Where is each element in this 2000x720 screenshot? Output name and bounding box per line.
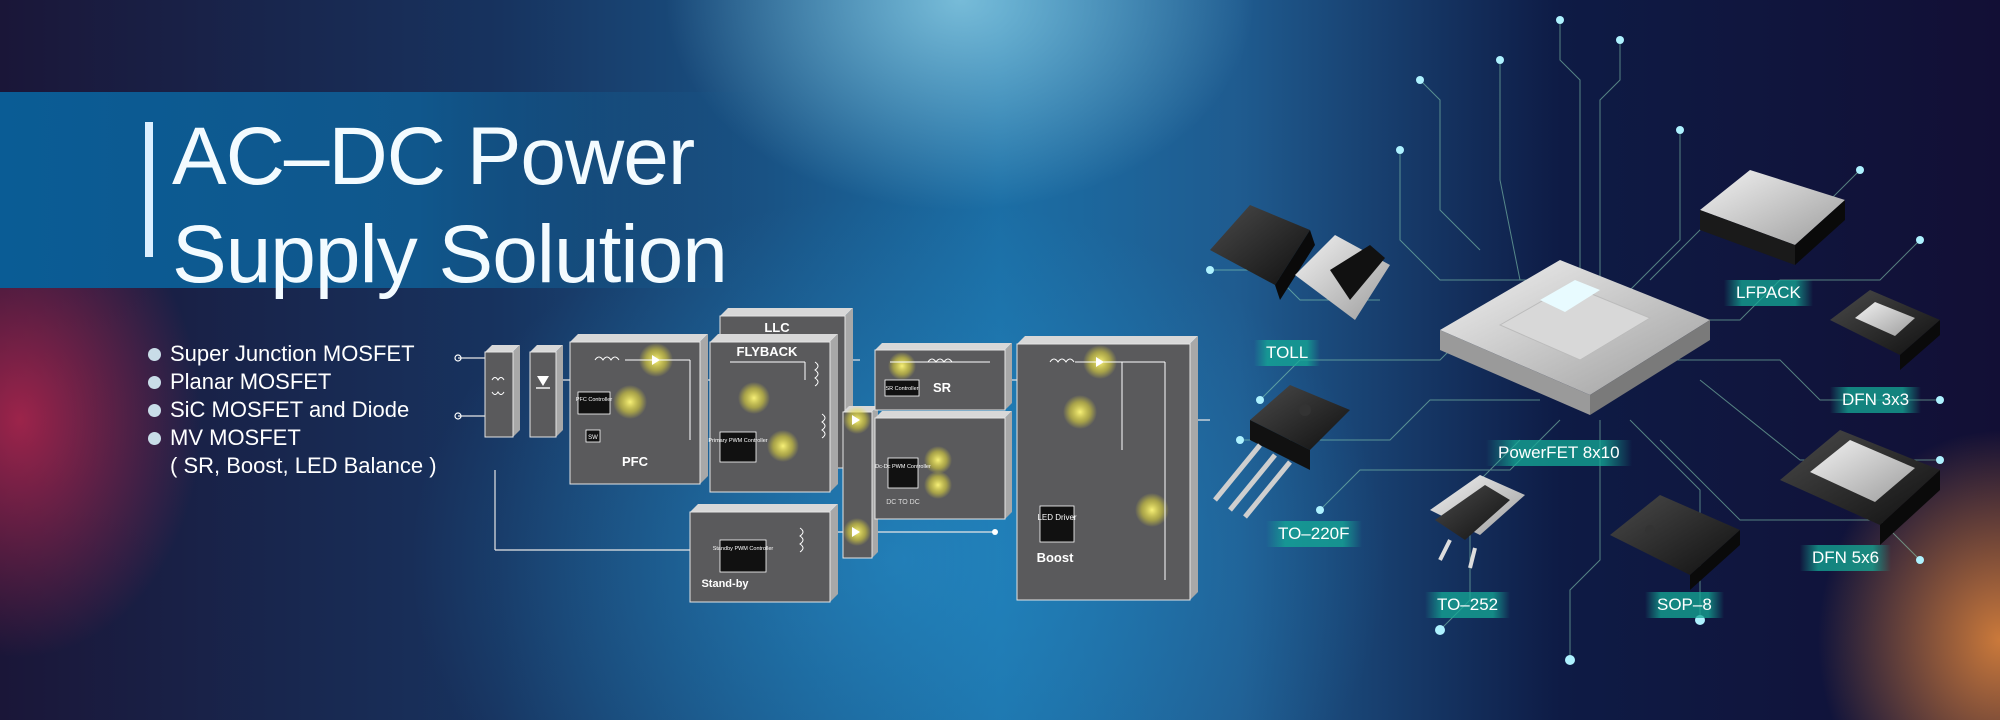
feature-item: MV MOSFET bbox=[148, 424, 437, 452]
sr-label: SR bbox=[933, 380, 952, 395]
llc-label: LLC bbox=[764, 320, 790, 335]
package-label-sop8: SOP–8 bbox=[1645, 592, 1724, 618]
lfpack-package-icon bbox=[1700, 170, 1845, 265]
standby-label: Stand-by bbox=[701, 578, 749, 590]
feature-item: Planar MOSFET bbox=[148, 368, 437, 396]
package-label-to220f: TO–220F bbox=[1266, 521, 1362, 547]
boost-block: LED Driver Boost bbox=[1016, 336, 1198, 601]
dfn5x6-package-icon bbox=[1780, 430, 1940, 545]
feature-label: Super Junction MOSFET bbox=[170, 341, 415, 366]
powerfet-package-icon bbox=[1440, 260, 1710, 415]
to252-package-icon bbox=[1430, 475, 1525, 569]
feature-sub-label: ( SR, Boost, LED Balance ) bbox=[170, 453, 437, 478]
rectifier-stage bbox=[842, 406, 878, 559]
emi-filter-block bbox=[484, 345, 520, 438]
led-driver-label: LED Driver bbox=[1037, 513, 1076, 522]
feature-list: Super Junction MOSFET Planar MOSFET SiC … bbox=[148, 340, 437, 480]
package-label-lfpack: LFPACK bbox=[1724, 280, 1813, 306]
dc-to-dc-block: Dc-Dc PWM Controller DC TO DC bbox=[874, 411, 1012, 520]
pfc-controller-label: PFC Controller bbox=[576, 397, 613, 403]
package-label-toll: TOLL bbox=[1254, 340, 1321, 366]
toll-package-icon bbox=[1210, 205, 1390, 320]
flyback-label: FLYBACK bbox=[737, 344, 799, 359]
headline-line-1: AC–DC Power bbox=[172, 111, 695, 202]
flyback-block: FLYBACK Primary PWM Controller bbox=[708, 334, 838, 493]
feature-item: SiC MOSFET and Diode bbox=[148, 396, 437, 424]
package-label-to252: TO–252 bbox=[1425, 592, 1511, 618]
feature-label: SiC MOSFET and Diode bbox=[170, 397, 410, 422]
package-label-powerfet: PowerFET 8x10 bbox=[1486, 440, 1632, 466]
sw-label: SW bbox=[588, 435, 598, 441]
package-label-dfn5x6: DFN 5x6 bbox=[1800, 545, 1892, 571]
feature-label: MV MOSFET bbox=[170, 425, 301, 450]
sr-controller-label: SR Controller bbox=[885, 386, 918, 392]
sr-block: SR Controller SR bbox=[874, 343, 1012, 411]
primary-pwm-label: Primary PWM Controller bbox=[708, 438, 767, 444]
pfc-block: PFC Controller SW PFC bbox=[569, 334, 708, 485]
boost-label: Boost bbox=[1037, 550, 1075, 565]
dcdc-pwm-label: Dc-Dc PWM Controller bbox=[875, 464, 931, 470]
headline-line-2: Supply Solution bbox=[172, 209, 728, 300]
dfn3x3-package-icon bbox=[1830, 290, 1940, 370]
dc-to-dc-label: DC TO DC bbox=[886, 499, 920, 506]
to220f-package-icon bbox=[1213, 385, 1350, 519]
title-band bbox=[0, 92, 760, 288]
standby-pwm-label: Standby PWM Controller bbox=[713, 546, 774, 552]
headline: AC–DC Power Supply Solution bbox=[172, 108, 728, 304]
standby-block: Standby PWM Controller Stand-by bbox=[689, 504, 838, 603]
package-label-dfn3x3: DFN 3x3 bbox=[1830, 387, 1922, 413]
sop8-package-icon bbox=[1610, 495, 1740, 590]
pfc-label: PFC bbox=[622, 454, 649, 469]
bridge-rectifier-block bbox=[529, 345, 563, 438]
package-illustrations bbox=[1210, 170, 1940, 590]
feature-label: Planar MOSFET bbox=[170, 369, 332, 394]
title-accent-bar bbox=[145, 122, 153, 257]
feature-item: Super Junction MOSFET bbox=[148, 340, 437, 368]
power-supply-block-diagram: PFC Controller SW PFC LLC FLYBACK Primar… bbox=[454, 308, 1210, 603]
